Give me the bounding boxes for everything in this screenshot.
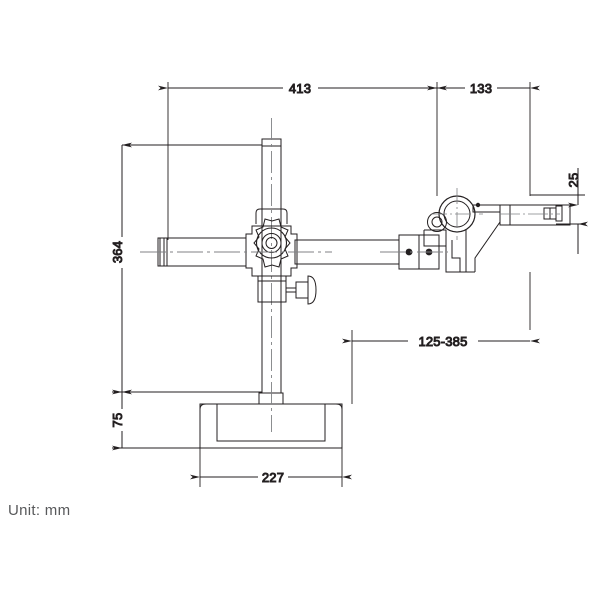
eyepiece-horizontal-arm <box>472 202 571 226</box>
eyepiece-end-fitting <box>543 205 563 222</box>
unit-note: Unit: mm <box>8 502 71 519</box>
dimension-75-label: 75 <box>110 413 125 428</box>
dimension-364: 364 <box>110 142 132 395</box>
extension-lines <box>112 82 585 487</box>
dimension-364-label: 364 <box>110 241 125 263</box>
focus-mount-ring <box>427 188 483 240</box>
dimension-75: 75 <box>110 389 132 451</box>
clamp-knob <box>286 275 317 305</box>
dimension-413-label: 413 <box>289 81 311 96</box>
dimension-227: 227 <box>190 470 352 486</box>
center-joint-hub <box>245 208 298 303</box>
dimension-125-385: 125-385 <box>342 334 540 350</box>
dimension-133: 133 <box>427 81 540 97</box>
dimension-125-385-label: 125-385 <box>418 334 467 349</box>
dimension-413: 413 <box>158 81 447 97</box>
dimension-25: 25 <box>566 168 588 254</box>
dimension-25-label: 25 <box>566 173 581 188</box>
focus-block-body <box>423 205 501 273</box>
vertical-post <box>261 118 282 432</box>
dimension-227-label: 227 <box>262 470 284 485</box>
dimension-133-label: 133 <box>470 81 492 96</box>
base-plate <box>199 392 343 449</box>
